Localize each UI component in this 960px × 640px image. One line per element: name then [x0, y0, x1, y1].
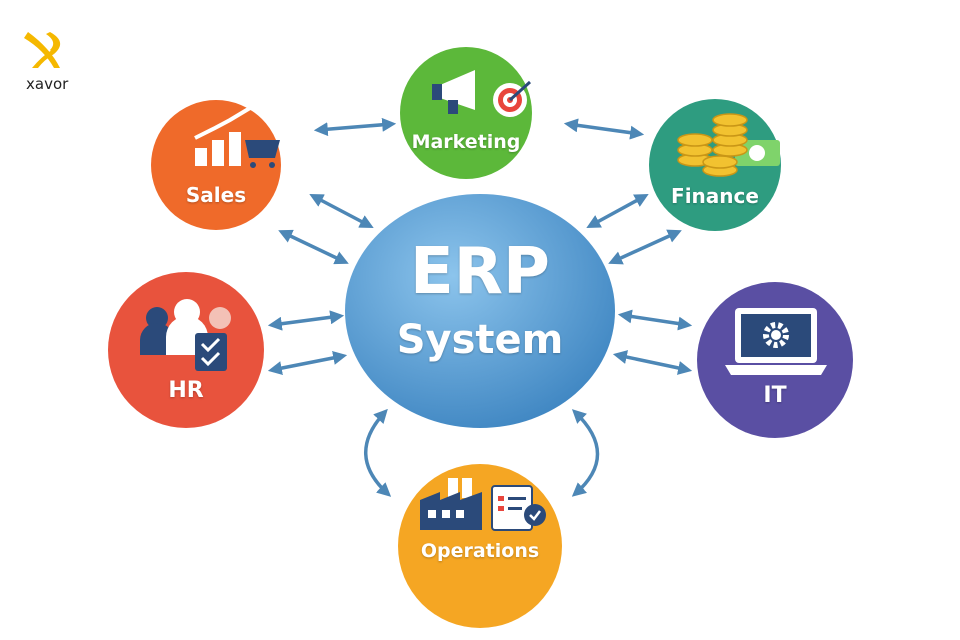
- people-check-icon: [140, 299, 231, 371]
- erp-subtitle: System: [396, 317, 564, 363]
- it-label: IT: [763, 383, 787, 408]
- marketing-node: [400, 47, 532, 179]
- chart-cart-icon: [194, 106, 280, 168]
- connection-arrows: [267, 117, 693, 497]
- marketing-label: Marketing: [411, 131, 521, 153]
- megaphone-target-icon: [432, 70, 532, 117]
- laptop-gear-icon: [725, 308, 827, 375]
- xavor-logo: [20, 28, 75, 77]
- erp-system-node: [345, 194, 615, 428]
- coins-cash-icon: [677, 113, 780, 177]
- logo-text: xavor: [26, 75, 69, 93]
- sales-label: Sales: [185, 183, 247, 207]
- factory-clipboard-icon: [420, 478, 546, 531]
- hr-label: HR: [168, 378, 204, 403]
- operations-label: Operations: [420, 540, 540, 562]
- erp-title: ERP: [410, 235, 550, 309]
- finance-label: Finance: [671, 184, 759, 208]
